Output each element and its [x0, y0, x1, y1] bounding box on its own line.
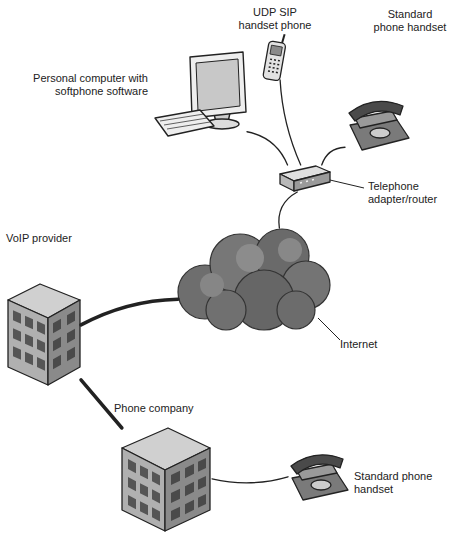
device-node: Phone company [120, 428, 212, 532]
device-label: Phone company [114, 402, 224, 415]
phone-dial [311, 480, 331, 490]
phone-antenna [282, 34, 285, 43]
building-side [48, 300, 80, 385]
building-front [122, 448, 165, 531]
keyboard [155, 110, 214, 136]
adapter-front [294, 172, 330, 191]
cloud-puff [277, 291, 315, 329]
cable-line [279, 192, 297, 228]
trunk-line [81, 299, 178, 325]
building-illustration [8, 284, 80, 385]
device-node: Internet [178, 228, 330, 330]
device-node: UDP SIP handset phone [262, 38, 288, 80]
building-windows [128, 459, 160, 521]
cable-line [322, 147, 345, 165]
phone-receiver [291, 455, 343, 474]
leader-line [330, 180, 364, 188]
cloud-illustration [178, 229, 330, 330]
building-windows [171, 458, 206, 521]
device-node: Standard phone handset [288, 452, 348, 500]
phone-body [263, 41, 286, 81]
device-label: Internet [340, 338, 420, 351]
adapter-lights [300, 180, 314, 184]
cloud-highlight [236, 244, 264, 272]
computer-illustration [155, 52, 246, 136]
cloud-highlight [200, 273, 224, 297]
adapter-side [280, 174, 294, 191]
cloud-highlight [278, 238, 302, 262]
device-label: Standard phone handset [354, 470, 450, 496]
phone-keypad [268, 59, 280, 73]
cable-line [212, 477, 288, 483]
phone-dial [370, 128, 390, 138]
desk-phone-illustration [349, 101, 409, 150]
device-label: Standard phone handset [372, 8, 448, 34]
cable-line [280, 80, 301, 165]
leader-line [318, 318, 340, 340]
adapter-illustration [280, 166, 330, 191]
device-label: VoIP provider [6, 232, 106, 245]
building-front [8, 300, 48, 385]
sip-phone-illustration [263, 32, 288, 81]
device-label: UDP SIP handset phone [236, 6, 314, 32]
phone-receiver [349, 101, 403, 121]
monitor-screen [196, 59, 240, 111]
building-illustration [122, 428, 210, 531]
phone-screen [270, 45, 282, 56]
building-windows [53, 311, 75, 369]
device-node: Personal computer with softphone softwar… [155, 52, 247, 136]
desk-phone-illustration [291, 455, 348, 500]
device-node: Telephone adapter/router [278, 165, 330, 192]
device-node: VoIP provider [5, 284, 81, 386]
device-node: Standard phone handset [345, 95, 410, 150]
building-side [165, 448, 210, 531]
device-label: Personal computer with softphone softwar… [10, 72, 148, 98]
device-label: Telephone adapter/router [368, 180, 468, 206]
cable-line [247, 132, 288, 165]
building-windows [13, 310, 45, 370]
monitor-frame [190, 52, 246, 118]
keyboard-keys [160, 114, 210, 129]
